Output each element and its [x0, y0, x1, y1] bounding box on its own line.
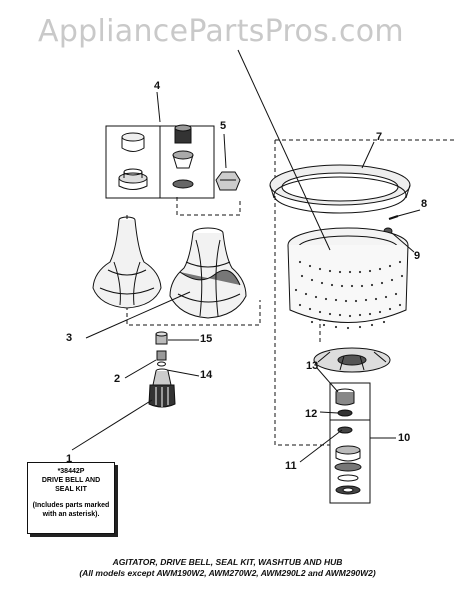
- agitator-left: [92, 216, 162, 309]
- balance-ring-7: [269, 164, 411, 214]
- washtub-basket: [287, 227, 409, 330]
- screw-8: [388, 215, 399, 220]
- callout-8: 8: [421, 198, 428, 210]
- callout-4: 4: [154, 80, 161, 92]
- callout-7: 7: [376, 131, 383, 143]
- callout-1: 1: [66, 453, 73, 465]
- callout-2: 2: [114, 373, 121, 385]
- callout-13: 13: [306, 360, 319, 372]
- kit-note-line2: with an asterisk).: [42, 511, 100, 518]
- kit-part-number: *38442P: [57, 468, 85, 475]
- assembly-dashed-lines: [126, 139, 455, 446]
- callout-15: 15: [200, 333, 213, 345]
- drive-bell-1: [148, 368, 176, 408]
- hub-plate: [313, 347, 391, 373]
- cap-part-5: [215, 171, 241, 191]
- agitator-right: [169, 227, 247, 319]
- seal-kit-note: *38442P DRIVE BELL AND SEAL KIT (Include…: [27, 462, 115, 534]
- screw-15: [155, 331, 168, 345]
- callout-5: 5: [220, 120, 227, 132]
- kit-name-line1: DRIVE BELL AND: [41, 477, 101, 484]
- washer-14: [156, 350, 167, 367]
- leader-lines: [71, 49, 421, 463]
- hub-assembly-frame: [329, 382, 371, 504]
- callout-3: 3: [66, 332, 73, 344]
- caption-title: AGITATOR, DRIVE BELL, SEAL KIT, WASHTUB …: [112, 557, 343, 567]
- callout-10: 10: [398, 432, 411, 444]
- callout-9: 9: [414, 250, 421, 262]
- callout-12: 12: [305, 408, 318, 420]
- seal-part-left: [118, 132, 148, 190]
- callout-14: 14: [200, 369, 213, 381]
- callout-11: 11: [285, 460, 297, 472]
- kit-name-line2: SEAL KIT: [55, 486, 87, 493]
- hub-nut-13: [335, 388, 355, 406]
- hub-parts-11: [334, 426, 362, 495]
- caption-subtitle: (All models except AWM190W2, AWM270W2, A…: [79, 568, 376, 578]
- seal-part-right: [172, 124, 194, 189]
- watermark-text: AppliancePartsPros.com: [38, 14, 404, 49]
- kit-note-line1: (Includes parts marked: [32, 502, 110, 509]
- seal-12: [337, 409, 353, 417]
